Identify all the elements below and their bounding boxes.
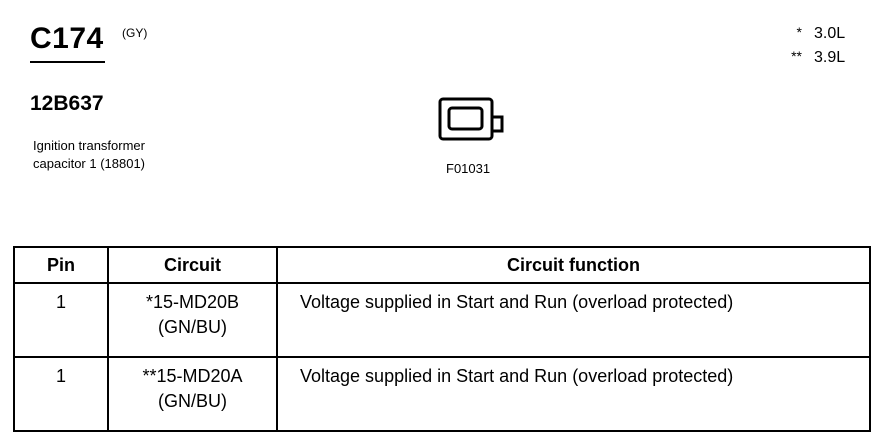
function-cell: Voltage supplied in Start and Run (overl…	[276, 282, 871, 358]
description-line: Ignition transformer	[33, 138, 145, 153]
pin-cell: 1	[13, 282, 109, 358]
connector-id: C174	[30, 22, 104, 55]
pin-table: Pin Circuit Circuit function 1 *15-MD20B…	[13, 246, 871, 432]
table-header-row: Pin Circuit Circuit function	[13, 246, 871, 284]
circuit-code: **15-MD20A	[142, 366, 243, 386]
header-circuit-function: Circuit function	[276, 246, 871, 284]
table-row: 1 **15-MD20A (GN/BU) Voltage supplied in…	[13, 356, 871, 432]
figure-code: F01031	[446, 161, 491, 176]
header-circuit: Circuit	[107, 246, 278, 284]
wire-color: (GN/BU)	[158, 391, 227, 411]
legend-mark: **	[791, 48, 802, 64]
title-underline	[30, 61, 105, 63]
circuit-code: *15-MD20B	[145, 292, 240, 312]
description-line: capacitor 1 (18801)	[33, 156, 146, 171]
function-cell: Voltage supplied in Start and Run (overl…	[276, 356, 871, 432]
legend-value: 3.9L	[814, 49, 846, 66]
legend-row: ** 3.9L	[762, 46, 854, 70]
circuit-cell: *15-MD20B (GN/BU)	[107, 282, 278, 358]
pin-cell: 1	[13, 356, 109, 432]
connector-description: Ignition transformer capacitor 1 (18801)	[33, 137, 145, 173]
table-row: 1 *15-MD20B (GN/BU) Voltage supplied in …	[13, 282, 871, 358]
engine-legend: * 3.0L ** 3.9L	[762, 22, 854, 70]
wire-color: (GN/BU)	[158, 317, 227, 337]
legend-value: 3.0L	[814, 25, 846, 42]
legend-row: * 3.0L	[762, 22, 854, 46]
connector-face-icon	[438, 97, 504, 141]
header-pin: Pin	[13, 246, 109, 284]
part-number: 12B637	[30, 92, 104, 115]
circuit-cell: **15-MD20A (GN/BU)	[107, 356, 278, 432]
legend-mark: *	[796, 24, 802, 40]
connector-color: (GY)	[122, 26, 148, 40]
